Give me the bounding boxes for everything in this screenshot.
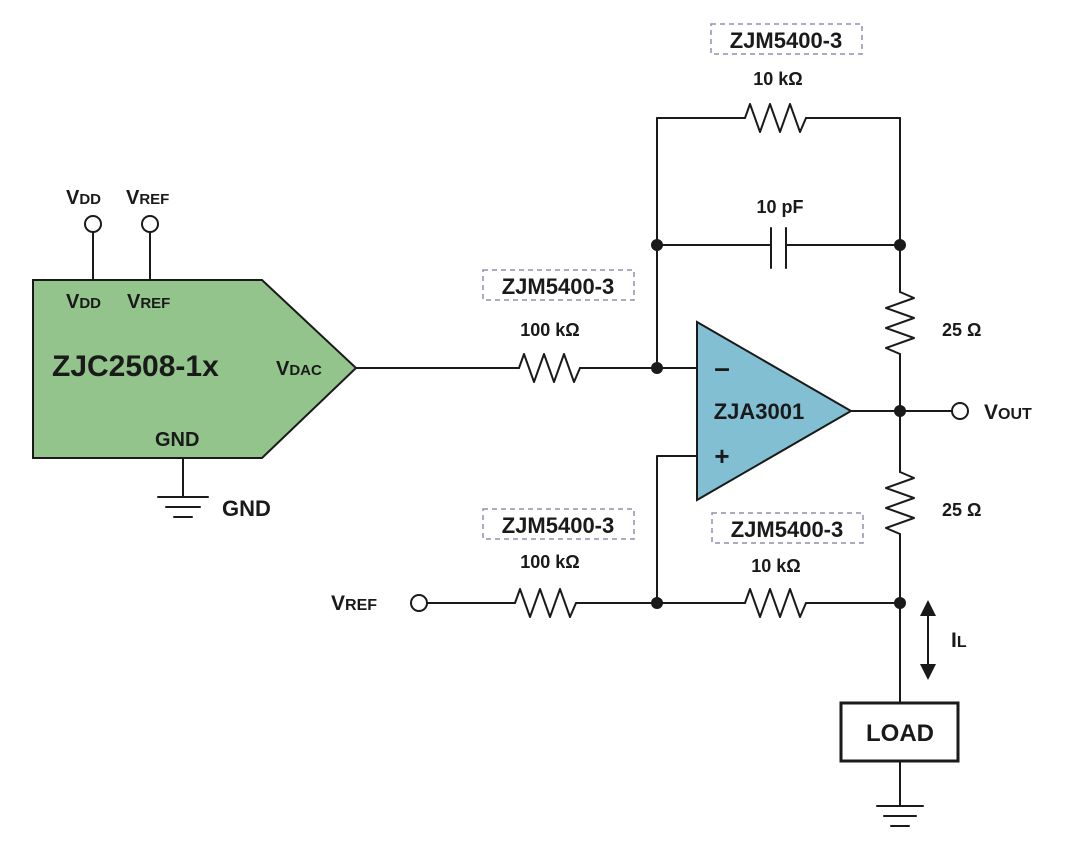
input-network-label-box: [482, 269, 635, 301]
opamp-plus-label: +: [714, 441, 729, 471]
vout-terminal: [951, 402, 969, 420]
load-current-arrow-icon: [920, 600, 936, 680]
lower-network-label: ZJM5400-3: [731, 517, 844, 542]
junction-dot: [651, 362, 663, 374]
vdd-supply-label: VDD: [66, 187, 101, 209]
lower-network-label-box: [711, 512, 864, 544]
feedback-resistor-lower-value: 10 kΩ: [751, 556, 800, 576]
ref-resistor: [514, 588, 577, 618]
vref-input-terminal: [410, 594, 428, 612]
opamp-block: [696, 320, 853, 502]
plus-input-wire: [656, 455, 698, 604]
input-network-label: ZJM5400-3: [502, 274, 615, 299]
input-resistor-value: 100 kΩ: [520, 320, 579, 340]
opamp-name: ZJA3001: [714, 399, 805, 424]
dac-vref-pin-label: VREF: [127, 291, 170, 313]
feedback-resistor-top: [744, 103, 807, 133]
load-current-label: IL: [951, 629, 967, 652]
dac-gnd-pin-label: GND: [155, 429, 199, 451]
ref-network-label: ZJM5400-3: [502, 513, 615, 538]
top-network-label-box: [710, 23, 863, 55]
feedback-resistor-top-value: 10 kΩ: [753, 69, 802, 89]
junction-dot: [651, 597, 663, 609]
dac-vdac-pin-label: VDAC: [276, 358, 322, 380]
feedback-resistor-lower: [744, 588, 807, 618]
ref-network-label-box: [482, 508, 635, 540]
opamp-minus-label: –: [714, 352, 730, 383]
sense-resistor-top: [885, 291, 915, 355]
junction-dot: [894, 405, 906, 417]
load-box: [839, 701, 960, 763]
sense-resistor-top-value: 25 Ω: [942, 320, 981, 340]
load-ground-icon: [876, 805, 924, 827]
vref-input-label: VREF: [331, 592, 377, 615]
junction-dot: [894, 239, 906, 251]
dac-vdd-pin-label: VDD: [66, 291, 101, 313]
junction-dot: [651, 239, 663, 251]
dac-ground-icon: [157, 496, 209, 518]
dac-name: ZJC2508-1x: [52, 350, 219, 383]
input-resistor: [518, 353, 581, 383]
ref-resistor-value: 100 kΩ: [520, 552, 579, 572]
load-label: LOAD: [866, 720, 934, 747]
vdd-terminal: [84, 215, 102, 233]
top-network-label: ZJM5400-3: [730, 28, 843, 53]
sense-resistor-bottom: [885, 471, 915, 535]
dac-block: [32, 279, 358, 459]
junction-dot: [894, 597, 906, 609]
vref-supply-label: VREF: [126, 187, 169, 209]
dac-ground-label: GND: [222, 496, 271, 521]
vout-label: VOUT: [984, 401, 1032, 424]
vref-terminal: [141, 215, 159, 233]
feedback-capacitor-value: 10 pF: [756, 197, 803, 217]
sense-resistor-bottom-value: 25 Ω: [942, 500, 981, 520]
feedback-capacitor-icon: [770, 227, 787, 269]
